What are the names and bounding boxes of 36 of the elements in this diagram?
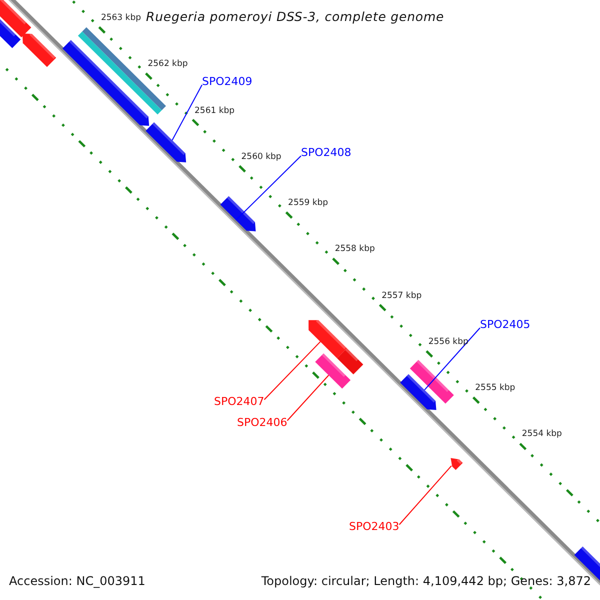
- gene-block: [410, 360, 454, 404]
- gene-label: SPO2403: [349, 520, 400, 534]
- gene-label: SPO2407: [214, 395, 264, 408]
- leader-line: [264, 341, 321, 400]
- leader-line: [286, 374, 330, 422]
- genome-info-text: Topology: circular; Length: 4,109,442 bp; Genes: 3,872: [261, 574, 591, 588]
- gene-segment: [400, 374, 436, 410]
- title: Ruegeria pomeroyi DSS-3, complete genome: [146, 9, 444, 24]
- scale-label: 2554 kbp: [522, 429, 562, 440]
- gene-segment: [220, 196, 256, 232]
- gene-segment: [146, 122, 186, 162]
- gene-label: SPO2405: [480, 318, 530, 332]
- scale-label: 2558 kbp: [334, 244, 375, 255]
- gene-segment: [22, 33, 56, 67]
- gene-block: [315, 353, 351, 389]
- gene-block: [0, 0, 32, 38]
- scale-label: 2559 kbp: [288, 198, 328, 208]
- gene-block: [0, 18, 21, 48]
- scale-label: 2556 kbp: [428, 336, 468, 348]
- scale-label: 2560 kbp: [241, 152, 282, 162]
- leader-line: [235, 155, 302, 221]
- scale-label: 2561 kbp: [194, 106, 235, 116]
- gene-label: SPO2406: [237, 416, 288, 430]
- accession-text: Accession: NC_003911: [9, 574, 146, 588]
- scale-label: 2555 kbp: [475, 383, 516, 394]
- gene-label: SPO2409: [202, 75, 252, 88]
- gene-segment: [308, 319, 347, 358]
- gene-segment: [450, 458, 463, 470]
- scale-label: 2563 kbp: [100, 12, 142, 24]
- scale-label: 2557 kbp: [382, 290, 422, 301]
- gene-segment: [62, 40, 150, 126]
- leader-line: [398, 465, 452, 526]
- leader-line: [424, 327, 480, 390]
- gene-block: [337, 348, 364, 374]
- gene-label: SPO2408: [301, 146, 352, 160]
- scale-label: 2562 kbp: [148, 59, 188, 70]
